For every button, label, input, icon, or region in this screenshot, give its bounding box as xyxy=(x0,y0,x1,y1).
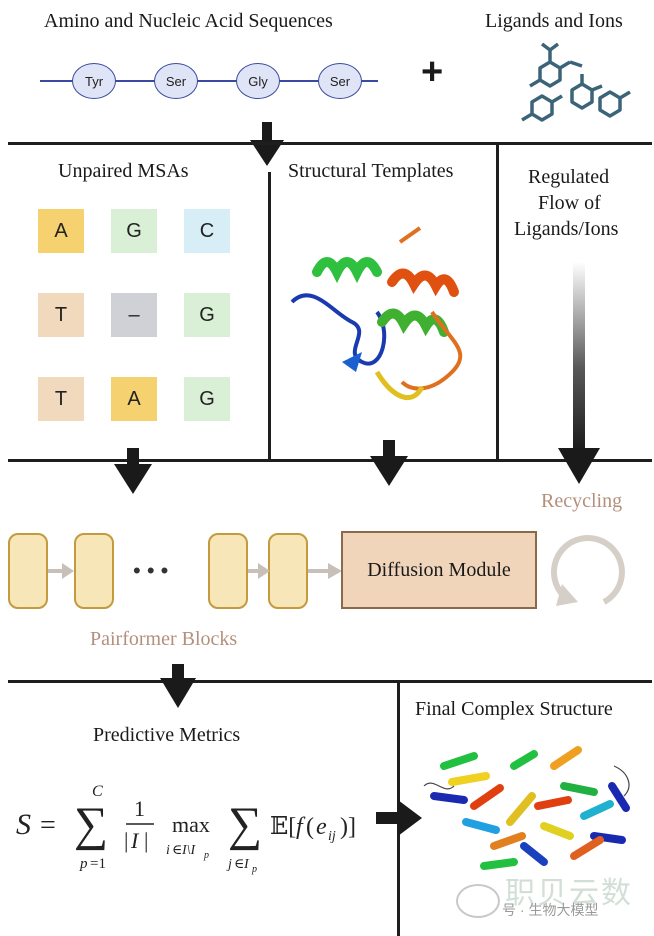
msa-cell: T xyxy=(38,293,84,337)
svg-text:C: C xyxy=(92,783,103,800)
arrow-down-icon xyxy=(370,440,408,486)
svg-text:(: ( xyxy=(306,814,314,840)
msa-cell: A xyxy=(38,209,84,253)
final-structure-title: Final Complex Structure xyxy=(415,698,613,720)
arrow-down-icon xyxy=(114,448,152,494)
svg-text:ij: ij xyxy=(328,829,336,844)
divider-bottom xyxy=(8,680,652,683)
svg-text:f: f xyxy=(296,814,306,840)
msa-title: Unpaired MSAs xyxy=(58,160,189,182)
residue-tyr: Tyr xyxy=(72,63,116,99)
arrow-right-icon xyxy=(48,563,74,579)
arrow-right-icon xyxy=(248,563,270,579)
svg-text:p: p xyxy=(251,864,257,875)
svg-text:I: I xyxy=(130,828,140,853)
sequence-chain-line xyxy=(40,80,378,82)
msa-cell: – xyxy=(111,293,157,337)
recycling-label: Recycling xyxy=(541,490,623,512)
msa-cell: G xyxy=(184,377,230,421)
divider-middle xyxy=(8,459,652,462)
svg-text:∈: ∈ xyxy=(172,843,182,858)
protein-template-icon xyxy=(290,226,463,401)
watermark-subtext: 号 · 生物大模型 xyxy=(502,902,599,918)
regulated-flow-arrow-icon xyxy=(558,262,600,484)
watermark-logo-icon xyxy=(456,884,500,918)
svg-text:1: 1 xyxy=(134,796,145,821)
recycling-icon xyxy=(550,535,625,606)
svg-text:max: max xyxy=(172,812,210,837)
diffusion-module-label: Diffusion Module xyxy=(367,558,511,581)
msa-cell: A xyxy=(111,377,157,421)
divider-templates-flow xyxy=(496,144,499,460)
ligands-title: Ligands and Ions xyxy=(485,10,623,32)
svg-text:∑: ∑ xyxy=(228,798,262,851)
divider-top xyxy=(8,142,652,145)
svg-text:=1: =1 xyxy=(90,856,106,872)
svg-text:𝔼[: 𝔼[ xyxy=(270,814,296,840)
msa-cell: C xyxy=(184,209,230,253)
arrow-down-icon xyxy=(250,122,284,166)
svg-text:∑: ∑ xyxy=(74,798,108,851)
arrow-right-icon xyxy=(376,800,422,836)
templates-title: Structural Templates xyxy=(288,160,454,182)
metrics-title: Predictive Metrics xyxy=(93,724,241,746)
msa-cell: G xyxy=(111,209,157,253)
ligand-molecules-icon xyxy=(521,42,631,122)
arrow-right-icon xyxy=(308,563,342,579)
arrow-down-icon xyxy=(160,664,196,708)
svg-text:i: i xyxy=(166,843,170,858)
watermark-text: 职贝云数 xyxy=(505,877,633,910)
msa-cell: T xyxy=(38,377,84,421)
svg-text:p: p xyxy=(79,856,88,872)
svg-text:|: | xyxy=(144,828,148,853)
pairformer-block xyxy=(8,533,48,609)
pairformer-block xyxy=(268,533,308,609)
pairformer-label: Pairformer Blocks xyxy=(90,628,238,650)
complex-structure-icon xyxy=(423,746,630,870)
flow-title-line-1: Regulated xyxy=(528,166,610,188)
plus-sign: + xyxy=(421,51,444,93)
svg-text:|: | xyxy=(124,828,128,853)
ellipsis: • • • xyxy=(133,558,169,583)
residue-gly: Gly xyxy=(236,63,280,99)
svg-text:=: = xyxy=(40,810,56,841)
svg-text:p: p xyxy=(203,850,209,861)
pairformer-block xyxy=(208,533,248,609)
flow-title-line-2: Flow of xyxy=(538,192,601,214)
svg-text:e: e xyxy=(316,814,327,840)
residue-ser: Ser xyxy=(154,63,198,99)
diffusion-module: Diffusion Module xyxy=(341,531,537,609)
svg-text:j: j xyxy=(226,857,232,872)
residue-ser-2: Ser xyxy=(318,63,362,99)
svg-text:I: I xyxy=(243,857,250,872)
flow-title-line-3: Ligands/Ions xyxy=(514,218,619,240)
pairformer-block xyxy=(74,533,114,609)
svg-text:I\I: I\I xyxy=(181,843,197,858)
svg-text:S: S xyxy=(16,808,31,841)
divider-msa-templates xyxy=(268,172,271,460)
msa-cell: G xyxy=(184,293,230,337)
svg-text:∈: ∈ xyxy=(234,857,244,872)
sequences-title: Amino and Nucleic Acid Sequences xyxy=(44,10,333,32)
svg-text:)]: )] xyxy=(340,814,356,840)
